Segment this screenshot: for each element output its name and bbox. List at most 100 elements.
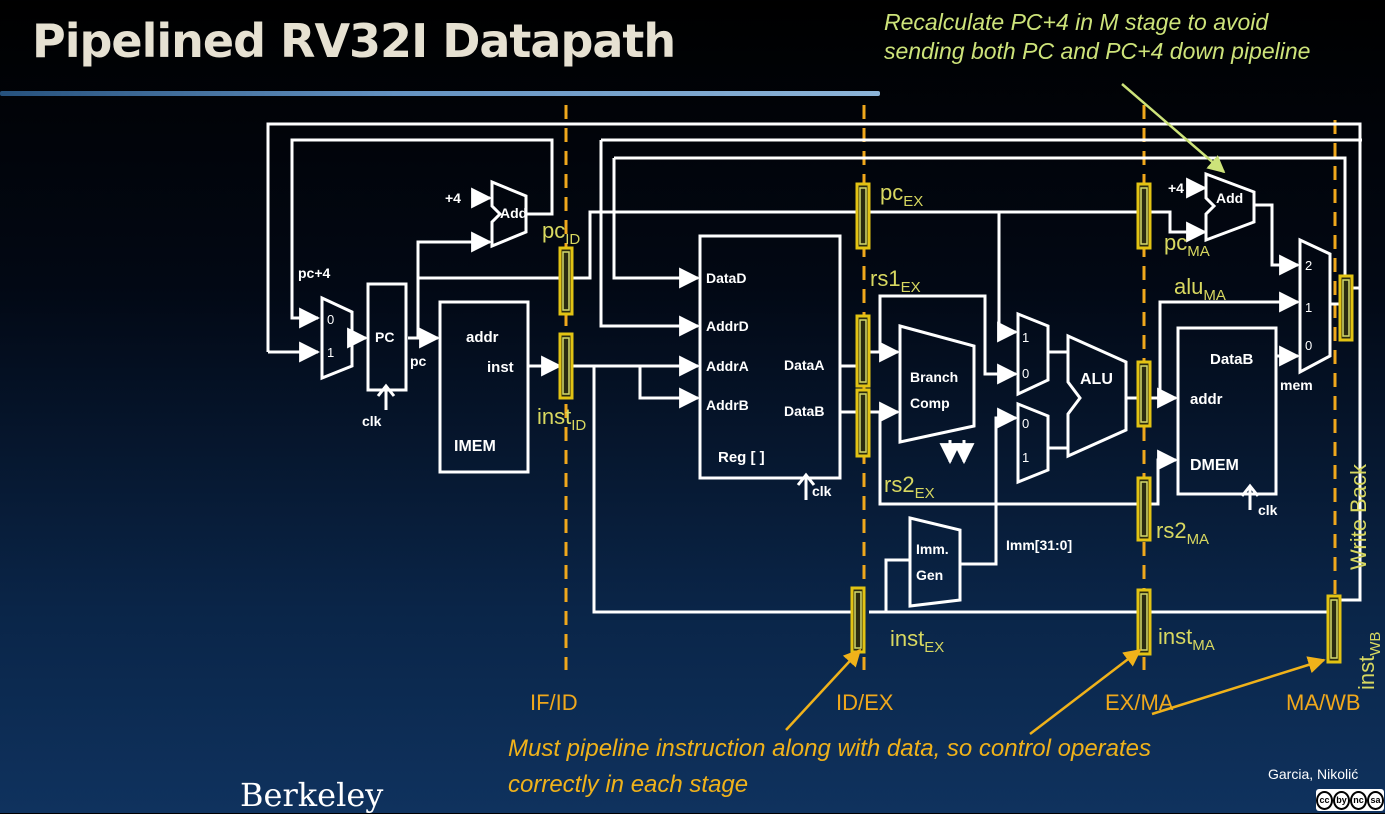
berkeley-logo: Berkeley — [240, 776, 384, 814]
pipereg-pc-ex — [855, 182, 871, 250]
rs2ma-to-dmem-wire — [1150, 449, 1179, 506]
reg-clk — [796, 472, 816, 500]
branch-comp-label-1: Branch — [910, 369, 958, 385]
imm-gen-label-2: Gen — [916, 567, 943, 583]
pc-clk — [376, 383, 396, 410]
by-icon: by — [1333, 790, 1350, 810]
author-credit: Garcia, Nikolić — [1268, 766, 1359, 782]
pipeline-register-inner — [562, 187, 1350, 659]
alu: ALU — [1066, 333, 1128, 459]
add-to-wbmux-wire — [1255, 203, 1301, 276]
label-inst-ma: instMA — [1158, 624, 1215, 654]
pc-mux-in1: 1 — [327, 345, 334, 360]
pc-wire-label: pc — [410, 353, 427, 369]
imem-addr-label: addr — [466, 329, 499, 346]
add-feedback-wire — [290, 138, 554, 329]
branch-comp-label-2: Comp — [910, 395, 950, 411]
if-adder-output — [526, 195, 554, 216]
register-file: DataD AddrD AddrA AddrB DataA DataB Reg … — [698, 234, 842, 480]
alu-mux-a-in1: 1 — [1022, 330, 1029, 345]
pc-register: PC — [366, 282, 408, 392]
pipeline-annotation: Must pipeline instruction along with dat… — [508, 735, 1152, 798]
alu-label: ALU — [1080, 371, 1113, 388]
alu-mux-a-in0: 0 — [1022, 366, 1029, 381]
rs2ex-to-rs2ma-wire — [878, 412, 1138, 506]
pipereg-inst-id — [558, 332, 574, 400]
dmem-clk-label: clk — [1258, 502, 1278, 518]
aluma-to-wbmux-wire — [1158, 291, 1301, 398]
pipereg-wb — [1338, 274, 1354, 342]
pipereg-alu-ma — [1136, 360, 1152, 428]
reg-addrd-label: AddrD — [706, 318, 749, 334]
stage-id-ex: ID/EX — [836, 690, 894, 715]
ma-adder-label: Add — [1216, 190, 1243, 206]
pipereg-inst-ma — [1136, 588, 1152, 656]
dmem-label: DMEM — [1190, 457, 1239, 474]
stage-labels: IF/ID ID/EX EX/MA MA/WB — [530, 690, 1361, 715]
pcma-to-add-wire — [1150, 210, 1208, 243]
pipereg-rs1-ex — [855, 314, 871, 388]
page-title: Pipelined RV32I Datapath — [32, 14, 676, 68]
pipeline-labels: pcID instID pcEX rs1EX rs2EX instEX pcMA… — [537, 180, 1384, 690]
annotation-arrows — [785, 83, 1326, 735]
datad-in-wire — [612, 158, 701, 289]
wires — [266, 122, 1362, 614]
label-rs1-ex: rs1EX — [870, 266, 921, 296]
top-annotation-arrow — [1121, 83, 1226, 174]
label-inst-id: instID — [537, 404, 586, 434]
plus4-m-label: +4 — [1168, 180, 1184, 196]
pipereg-pc-id — [558, 246, 574, 316]
instex-to-immgen-wire — [884, 558, 910, 612]
imm-gen-label-1: Imm. — [916, 541, 949, 557]
dmem-addr-label: addr — [1190, 391, 1223, 408]
alu-mux-b-in1: 1 — [1022, 450, 1029, 465]
cc-icon: cc — [1316, 790, 1333, 810]
imem-inst-label: inst — [487, 359, 514, 376]
label-inst-ex: instEX — [890, 626, 944, 656]
wb-mux-in0: 0 — [1305, 338, 1312, 353]
reg-label: Reg [ ] — [718, 449, 765, 466]
imem-label: IMEM — [454, 438, 496, 455]
pipereg-pc-ma — [1136, 182, 1152, 250]
imem-block: addr inst IMEM — [438, 300, 530, 474]
label-inst-wb: instWB — [1354, 632, 1384, 690]
pipereg-inst-ex — [850, 586, 866, 654]
nc-icon: nc — [1350, 790, 1367, 810]
plus4-label: +4 — [445, 190, 461, 206]
reg-addra-label: AddrA — [706, 358, 749, 374]
stage-ma-wb: MA/WB — [1286, 690, 1361, 715]
dmem-clk — [1240, 483, 1260, 510]
label-rs2-ex: rs2EX — [884, 472, 935, 502]
mem-label: mem — [1280, 377, 1313, 393]
pipereg-rs2-ma — [1136, 476, 1152, 542]
pc-plus4-label: pc+4 — [298, 265, 331, 281]
addrd-wire — [599, 140, 701, 337]
pipereg-rs2-ex — [855, 388, 871, 458]
label-rs2-ma: rs2MA — [1156, 518, 1209, 548]
bottom-arrow-ma-wb — [1151, 656, 1326, 716]
datad-wire — [614, 156, 1347, 275]
stage-if-id: IF/ID — [530, 690, 578, 715]
dmem-datab-label: DataB — [1210, 351, 1254, 368]
sa-icon: sa — [1367, 790, 1384, 810]
bottom-arrow-ex-ma — [1029, 648, 1142, 735]
pipeline-registers — [558, 182, 1354, 664]
label-alu-ma: aluMA — [1174, 274, 1226, 304]
pc4-annotation: Recalculate PC+4 in M stage to avoid sen… — [884, 9, 1311, 64]
reg-addrb-label: AddrB — [706, 397, 749, 413]
label-pc-ex: pcEX — [880, 180, 923, 210]
instid-to-addrb-wire — [638, 366, 701, 409]
imm-gen: Imm. Gen — [908, 516, 962, 608]
pc-register-label: PC — [375, 329, 394, 345]
pc-mux-in0: 0 — [327, 312, 334, 327]
reg-dataa-label: DataA — [784, 357, 824, 373]
instid-to-instex-wire — [592, 366, 857, 614]
label-write-back: Write Back — [1346, 463, 1371, 570]
title-underline — [0, 91, 880, 96]
alu-mux-a: 1 0 — [1016, 311, 1050, 397]
wb-mux-in1: 1 — [1305, 300, 1312, 315]
dmem-block: DataB addr DMEM — [1176, 326, 1278, 496]
pcid-to-pcex-wire — [572, 210, 857, 280]
branch-comparator: Branch Comp — [898, 324, 976, 444]
